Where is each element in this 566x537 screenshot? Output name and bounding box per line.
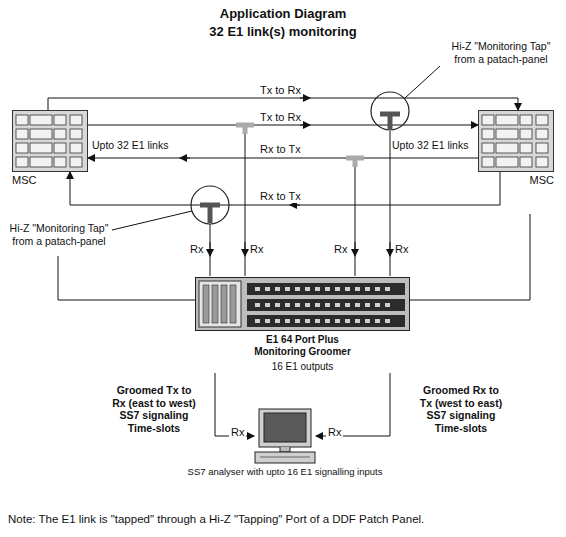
tap-symbol — [346, 158, 364, 167]
tap-drop-line — [355, 167, 356, 276]
link-count: Upto 32 E1 links — [92, 139, 192, 152]
tap-symbol — [380, 114, 400, 130]
direction-arrow — [300, 125, 310, 126]
node-title: MSC — [12, 174, 88, 187]
groomed-note: Groomed Rx to Tx (west to east) SS7 sign… — [416, 384, 506, 434]
signal-name: Rx — [334, 243, 352, 256]
msc-icon — [12, 110, 88, 172]
link-count: Upto 32 E1 links — [392, 139, 482, 152]
e1-link — [88, 125, 478, 126]
node-title: MSC — [478, 174, 554, 187]
leader-line — [112, 211, 192, 230]
ss7-analyser: SS7 analyser with upto 16 E1 signalling … — [185, 408, 385, 477]
msc-switch: MSC — [12, 110, 88, 187]
direction-arrow — [290, 205, 300, 206]
groomer-rack — [195, 277, 410, 331]
callout-text: Hi-Z "Monitoring Tap" from a patach-pane… — [4, 222, 114, 247]
drop-arrow — [245, 242, 246, 256]
edge-label: Tx to Rx — [258, 111, 303, 124]
drop-arrow — [355, 242, 356, 256]
node-note: 16 E1 outputs — [195, 361, 410, 373]
e1-link — [70, 172, 500, 205]
tap-drop-line — [245, 134, 246, 276]
signal-name: Rx — [395, 243, 413, 256]
tap-drop-line — [210, 224, 211, 276]
e1-link — [88, 158, 478, 159]
callout-text: Hi-Z "Monitoring Tap" from a patach-pane… — [442, 40, 560, 65]
msc-switch: MSC — [478, 110, 554, 187]
node-title: E1 64 Port Plus Monitoring Groomer — [243, 334, 363, 358]
node-title: SS7 analyser with upto 16 E1 signalling … — [185, 466, 385, 477]
signal-name: Rx — [250, 243, 268, 256]
diagram-title: Application Diagram — [133, 6, 433, 22]
direction-arrow — [300, 98, 310, 99]
drop-arrow — [390, 242, 391, 256]
tap-symbol — [200, 205, 220, 223]
tap-drop-line — [390, 131, 391, 276]
tap-circle — [191, 186, 229, 224]
groomed-note: Groomed Tx to Rx (east to west) SS7 sign… — [112, 384, 196, 434]
direction-arrow — [180, 158, 190, 159]
leader-line — [405, 66, 440, 98]
edge-label: Rx — [326, 426, 343, 439]
patch-line — [410, 214, 530, 300]
tap-circle — [371, 92, 409, 130]
e1-link — [48, 98, 518, 110]
caption-note: Note: The E1 link is "tapped" through a … — [8, 513, 560, 527]
groomer-device: E1 64 Port Plus Monitoring Groomer 16 E1 … — [195, 277, 410, 373]
edge-label: Tx to Rx — [258, 84, 303, 97]
drop-arrow — [210, 242, 211, 256]
tap-symbol — [236, 125, 254, 134]
analyser-computer — [254, 408, 316, 464]
edge-label: Rx to Tx — [258, 190, 303, 203]
edge-label: Rx to Tx — [258, 143, 303, 156]
edge-label: Rx — [229, 426, 246, 439]
msc-icon — [478, 110, 554, 172]
signal-name: Rx — [190, 243, 208, 256]
subtitle: 32 E1 link(s) monitoring — [133, 24, 433, 40]
patch-line — [58, 256, 195, 300]
